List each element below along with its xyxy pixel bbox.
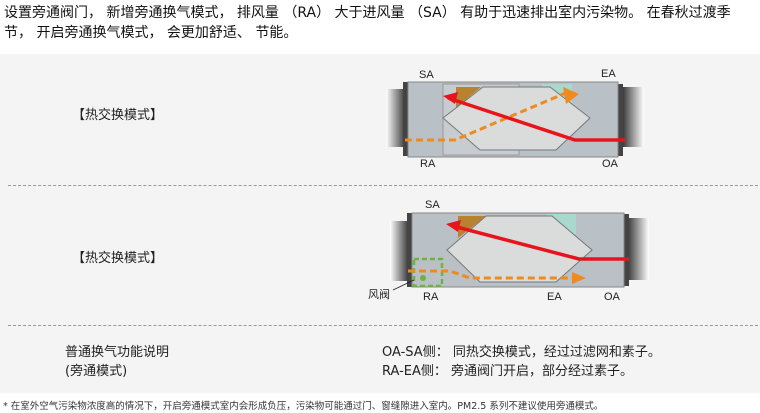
exhaust-flow-arrow bbox=[408, 269, 573, 280]
supply-flow-arrow bbox=[452, 224, 629, 261]
label-sa: SA bbox=[419, 69, 434, 81]
duct-right bbox=[622, 87, 644, 147]
mode-label-2: 【热交换模式】 bbox=[72, 251, 164, 266]
bypass-diagram: SA 风阀 RA EA OA bbox=[368, 199, 649, 303]
label-damper: 风阀 bbox=[368, 287, 390, 301]
label-sa: SA bbox=[425, 199, 440, 211]
label-ra: RA bbox=[423, 291, 439, 303]
bypass-description: OA-SA侧： 同热交换模式，经过过滤网和素子。 RA-EA侧： 旁通阀门开启，… bbox=[382, 343, 661, 381]
bypass-desc-line2: RA-EA侧： 旁通阀门开启，部分经过素子。 bbox=[382, 364, 634, 379]
divider bbox=[8, 185, 758, 186]
exhaust-flow-arrow bbox=[405, 90, 569, 142]
label-ra: RA bbox=[420, 158, 436, 170]
label-oa: OA bbox=[604, 291, 621, 303]
heat-exchange-diagram: SA EA RA OA bbox=[386, 68, 644, 170]
bypass-title: 普通换气功能说明 (旁通模式) bbox=[65, 343, 169, 381]
bypass-title-line1: 普通换气功能说明 bbox=[65, 345, 170, 360]
bypass-title-line2: (旁通模式) bbox=[65, 364, 128, 379]
footnote: * 在室外空气污染物浓度高的情况下，开启旁通模式室内会形成负压，污染物可能通过门… bbox=[3, 401, 604, 412]
label-ea: EA bbox=[601, 68, 616, 80]
duct-left bbox=[390, 221, 409, 281]
duct-right bbox=[627, 218, 649, 280]
label-oa: OA bbox=[602, 158, 619, 170]
bypass-desc-line1: OA-SA侧： 同热交换模式，经过过滤网和素子。 bbox=[382, 345, 661, 360]
mode-label-1: 【热交换模式】 bbox=[72, 108, 164, 123]
intro-text: 设置旁通阀门， 新增旁通换气模式， 排风量 （RA） 大于进风量 （SA） 有助… bbox=[4, 5, 731, 41]
label-ea: EA bbox=[547, 291, 562, 303]
supply-flow-arrow bbox=[447, 96, 625, 142]
divider bbox=[8, 325, 758, 326]
duct-left bbox=[386, 89, 406, 147]
